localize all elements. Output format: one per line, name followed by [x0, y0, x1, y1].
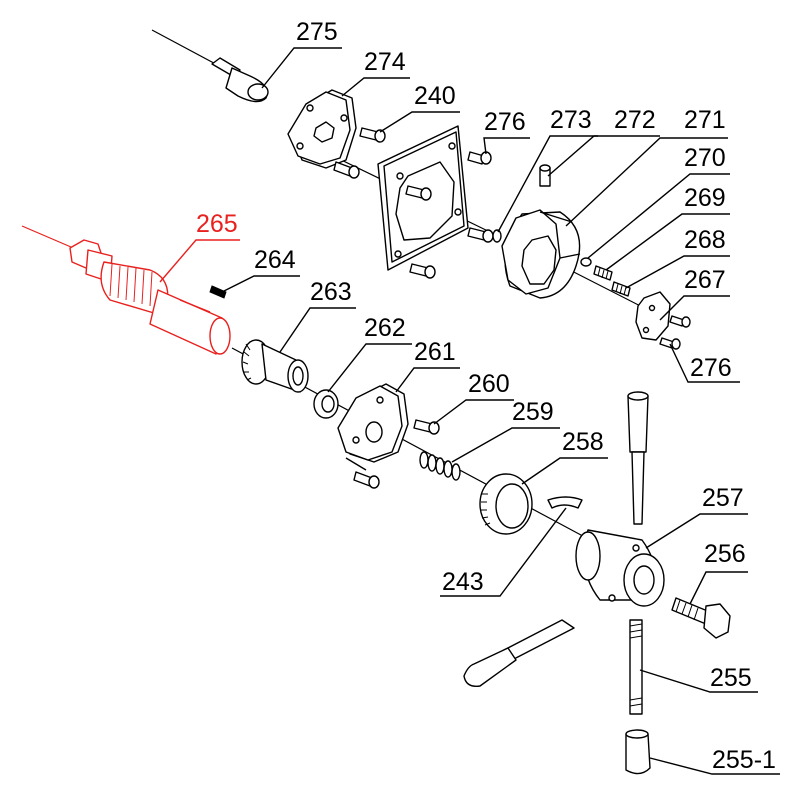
part-273-washer[interactable] [492, 229, 502, 243]
part-258-ring[interactable] [479, 473, 533, 535]
label-270: 270 [684, 144, 726, 172]
label-264: 264 [254, 246, 296, 274]
label-260: 260 [468, 370, 510, 398]
plate-screw-2[interactable] [467, 227, 494, 243]
leader-259 [451, 427, 560, 463]
cover-screw[interactable] [669, 315, 691, 328]
part-256-bolt[interactable] [671, 597, 731, 639]
handle-lower-left[interactable] [463, 619, 575, 687]
part-262-bushing[interactable] [313, 389, 339, 419]
leader-270 [587, 173, 730, 259]
label-265: 265 [196, 210, 238, 238]
mounting-plate[interactable] [377, 125, 469, 271]
label-263: 263 [310, 278, 352, 306]
label-276-upper: 276 [484, 108, 526, 136]
part-267-cover[interactable] [635, 291, 671, 341]
label-261: 261 [414, 338, 456, 366]
part-259-spring[interactable] [419, 451, 461, 481]
label-268: 268 [684, 226, 726, 254]
label-275: 275 [296, 18, 338, 46]
part-255-1-grip[interactable] [625, 729, 651, 775]
part-268-screw[interactable] [611, 281, 631, 297]
leader-256 [689, 571, 748, 605]
leader-265 [159, 239, 240, 283]
part-274-flange[interactable] [287, 89, 357, 169]
label-257: 257 [702, 484, 744, 512]
label-262: 262 [364, 314, 406, 342]
leader-274 [341, 77, 410, 97]
part-276-screw-upper[interactable] [467, 151, 492, 165]
leader-267 [659, 295, 730, 321]
part-260-screw[interactable] [413, 419, 440, 435]
label-255-1: 255-1 [712, 746, 776, 774]
handle-upper[interactable] [627, 391, 649, 525]
leader-260 [433, 399, 514, 425]
label-276-lower: 276 [690, 354, 732, 382]
part-270-ball[interactable] [580, 257, 592, 267]
label-240: 240 [414, 82, 456, 110]
leader-264 [221, 275, 300, 293]
part-275-knob[interactable] [211, 57, 269, 103]
part-272-set-screw[interactable] [539, 164, 551, 187]
label-273: 273 [550, 106, 592, 134]
part-271-housing[interactable] [501, 209, 581, 299]
label-271: 271 [684, 106, 726, 134]
part-263-gear[interactable] [241, 339, 309, 393]
leader-2551 [649, 757, 780, 775]
label-255: 255 [710, 664, 752, 692]
label-259: 259 [512, 398, 554, 426]
axis-line-shaft [21, 225, 79, 251]
leader-257 [645, 513, 748, 549]
leader-271 [565, 137, 728, 227]
leader-263 [279, 307, 356, 353]
part-240-screw-lower[interactable] [333, 161, 360, 179]
part-255-rod[interactable] [629, 619, 643, 715]
part-240-screw[interactable] [359, 127, 386, 143]
leader-240 [379, 111, 460, 133]
part-260-screw-lower[interactable] [353, 471, 380, 489]
part-276-screw-lower[interactable] [659, 337, 681, 350]
label-267: 267 [684, 266, 726, 294]
label-243: 243 [442, 568, 484, 596]
label-274: 274 [364, 48, 406, 76]
label-272: 272 [614, 106, 656, 134]
leader-261 [395, 367, 460, 393]
part-265-pinion-shaft[interactable] [69, 239, 231, 355]
part-261-flange[interactable] [337, 383, 409, 471]
plate-screw-3[interactable] [409, 263, 436, 279]
leader-262 [327, 343, 412, 393]
leader-272 [547, 135, 660, 177]
leader-268 [625, 255, 730, 289]
leader-276a [483, 137, 530, 155]
leader-258 [521, 457, 608, 485]
plate-screw-1[interactable] [405, 185, 432, 201]
leader-269 [605, 213, 730, 271]
leader-255 [639, 669, 758, 693]
label-269: 269 [684, 184, 726, 212]
leader-243 [440, 507, 567, 597]
label-256: 256 [704, 540, 746, 568]
part-257-hub[interactable] [575, 529, 665, 607]
part-243-key[interactable] [547, 496, 583, 509]
leader-273 [497, 135, 598, 233]
leader-276b [669, 343, 740, 383]
label-258: 258 [562, 428, 604, 456]
leader-275 [261, 47, 342, 89]
part-264-key[interactable] [209, 285, 227, 299]
